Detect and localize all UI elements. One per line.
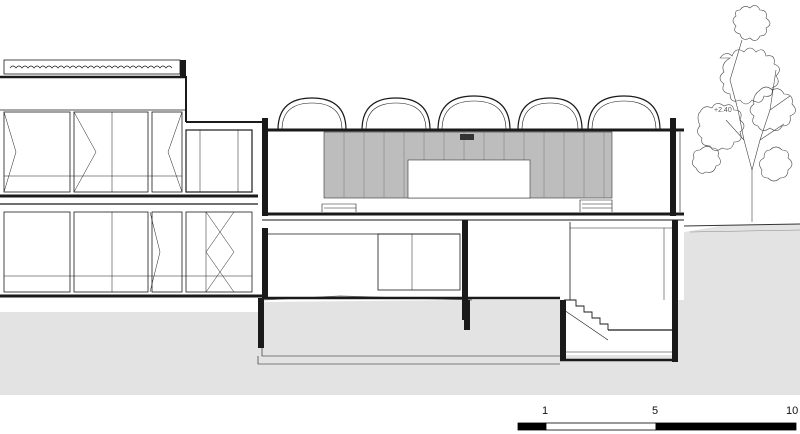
scale-bar: 1 5 10	[517, 405, 798, 431]
vaulted-hall	[262, 95, 684, 221]
lower-levels	[257, 220, 678, 365]
scale-segment-3	[655, 422, 797, 431]
roof-vaults	[277, 95, 661, 131]
scale-label-1: 1	[542, 405, 548, 417]
tree-level-label: +2.40	[714, 107, 732, 114]
scale-label-10: 10	[786, 405, 798, 417]
tree	[692, 5, 796, 222]
ground	[0, 223, 800, 395]
scale-label-5: 5	[652, 405, 658, 417]
scale-segment-2	[545, 422, 657, 431]
scale-segment-1	[517, 422, 547, 431]
left-building	[0, 59, 262, 298]
